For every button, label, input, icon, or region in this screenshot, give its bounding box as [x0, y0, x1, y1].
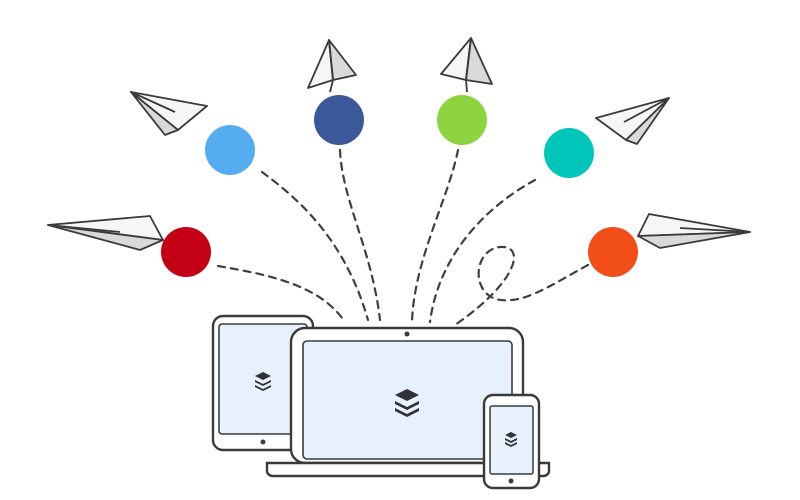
trail-lime-green — [410, 148, 460, 324]
paper-planes — [47, 37, 751, 251]
paper-plane-icon — [637, 213, 751, 249]
dot-lime-green — [437, 95, 487, 145]
dot-red — [161, 227, 211, 277]
layers-icon — [395, 389, 419, 417]
dot-orange — [588, 227, 638, 277]
dot-teal — [544, 128, 594, 178]
color-dots — [161, 95, 638, 277]
trail-red — [216, 264, 347, 324]
trail-teal — [428, 178, 537, 324]
trail-light-blue — [260, 170, 370, 322]
tablet-device — [211, 314, 315, 452]
paper-plane-icon — [130, 91, 208, 136]
paper-plane-icon — [595, 97, 670, 145]
dot-dark-blue — [314, 95, 364, 145]
trail-dark-blue — [338, 148, 382, 322]
laptop-device — [265, 326, 551, 478]
paper-plane-icon — [47, 215, 164, 251]
layers-icon — [255, 372, 271, 391]
phone-device — [482, 393, 541, 490]
layers-icon — [505, 432, 517, 447]
paper-plane-icon — [440, 37, 493, 93]
dashed-trails — [216, 148, 590, 327]
paper-plane-icon — [307, 39, 357, 93]
trail-orange — [453, 245, 590, 327]
dot-light-blue — [205, 125, 255, 175]
